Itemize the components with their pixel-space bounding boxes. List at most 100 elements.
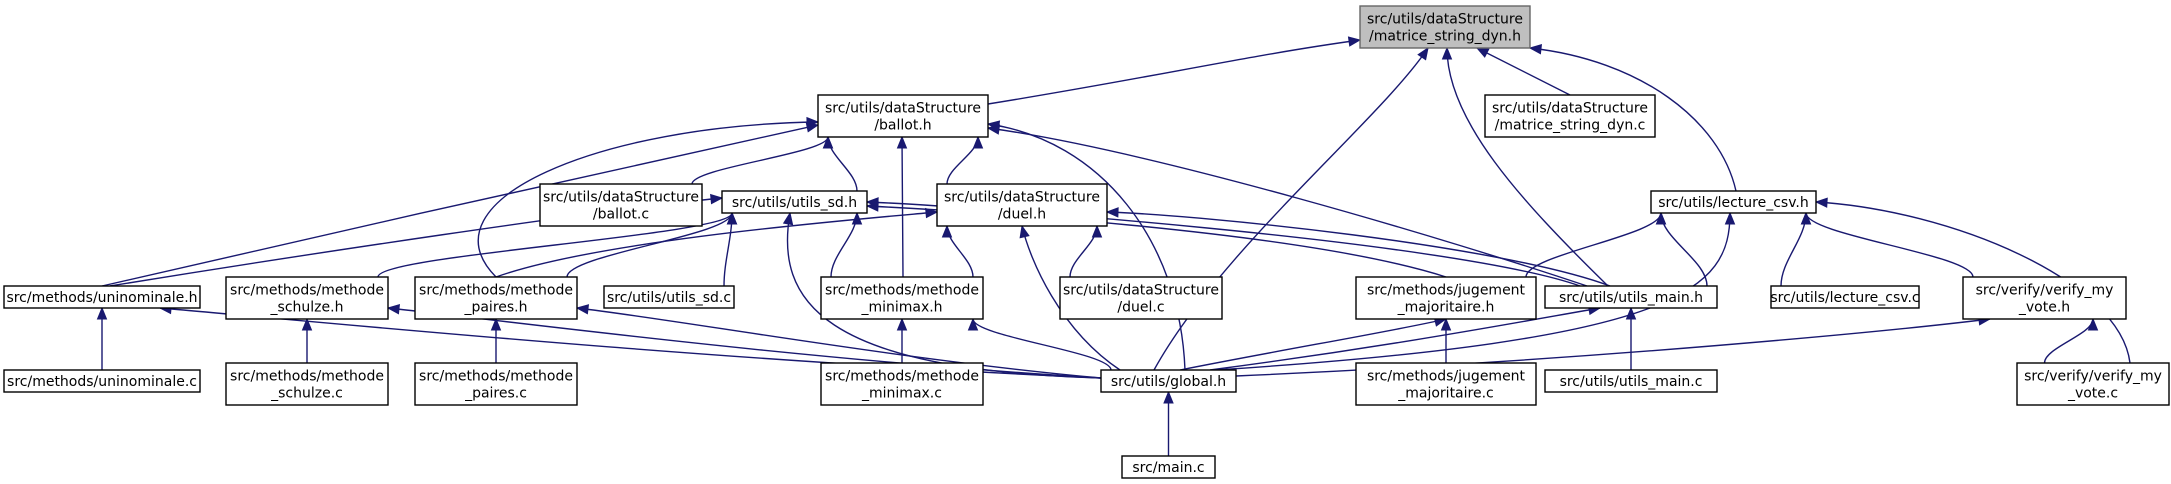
node-um-c[interactable]: src/utils/utils_main.c [1544,369,1718,393]
node-box [414,276,578,320]
node-label-line: src/utils/dataStructure [1492,101,1648,117]
node-jug-c[interactable]: src/methods/jugement_majoritaire.c [1355,362,1537,406]
edge-line [1805,212,1974,278]
node-label-line: src/utils/lecture_csv.h [1658,195,1808,211]
node-label-line: src/methods/methode [419,369,573,385]
edge-um_h-to-csv_h [1655,211,1708,287]
node-um-h[interactable]: src/utils/utils_main.h [1544,285,1718,309]
node-csv-c[interactable]: src/utils/lecture_csv.c [1770,285,1920,309]
node-sch-h[interactable]: src/methods/methode_schulze.h [225,276,389,320]
arrowhead-icon [1105,207,1119,218]
node-box [3,285,201,309]
edge-line [1153,47,1429,371]
node-mdyn-c[interactable]: src/utils/dataStructure/matrice_string_d… [1484,94,1656,138]
node-box [817,94,989,138]
node-glob-h[interactable]: src/utils/global.h [1100,369,1237,393]
node-ver-c[interactable]: src/verify/verify_my_vote.c [2016,362,2170,406]
node-label-line: src/methods/uninominale.c [7,374,197,390]
arrowhead-icon [1528,44,1543,55]
edge-uni_h-to-ballot_h [101,122,820,287]
edge-line [495,211,938,278]
edge-ver_h-to-csv_h [1800,211,1974,278]
node-box [1121,455,1216,479]
edge-line [1525,212,1662,278]
node-ballot-h[interactable]: src/utils/dataStructure/ballot.h [817,94,989,138]
node-pai-c[interactable]: src/methods/methode_paires.c [414,362,578,406]
node-label-line: src/utils/utils_sd.h [732,195,857,211]
edge-line [866,205,1447,278]
node-main-c[interactable]: src/main.c [1121,455,1216,479]
edge-line [866,201,1581,287]
arrowhead-icon [2087,317,2099,331]
arrowhead-icon [972,135,984,149]
arrowhead-icon [967,317,979,331]
node-box [539,183,703,227]
node-sd-c[interactable]: src/utils/utils_sd.c [603,285,735,309]
node-uni-h[interactable]: src/methods/uninominale.h [3,285,201,309]
node-label-line: _minimax.c [861,386,942,402]
node-min-h[interactable]: src/methods/methode_minimax.h [820,276,984,320]
node-label-line: src/methods/uninominale.h [6,290,197,306]
edge-min_h-to-sd_h [830,211,863,278]
edge-pai_h-to-ballot_h [477,116,820,278]
node-duel-h[interactable]: src/utils/dataStructure/duel.h [936,183,1108,227]
arrowhead-icon [96,306,108,320]
arrowhead-icon [1440,317,1452,331]
node-csv-h[interactable]: src/utils/lecture_csv.h [1650,190,1817,214]
node-ballot-c[interactable]: src/utils/dataStructure/ballot.c [539,183,703,227]
node-duel-c[interactable]: src/utils/dataStructure/duel.c [1059,276,1223,320]
edge-line [1209,307,1601,371]
edge-ver_c-to-ver_h [2043,317,2099,364]
edge-pai_h-to-duel_h [495,207,939,278]
edge-line [691,136,829,185]
edge-line [987,127,1588,287]
node-uni-c[interactable]: src/methods/uninominale.c [3,369,201,393]
node-box [936,183,1108,227]
edge-line [1106,211,1611,287]
node-min-c[interactable]: src/methods/methode_minimax.c [820,362,984,406]
edge-line [477,121,819,278]
edge-line [901,136,904,278]
edge-line [946,225,974,278]
edge-sd_c-to-sd_h [723,211,738,287]
edge-glob_h-to-pai_h [575,304,1102,379]
arrowhead-icon [782,211,794,226]
node-pai-h[interactable]: src/methods/methode_paires.h [414,276,578,320]
node-label-line: _paires.c [464,386,527,402]
edge-line [1660,212,1708,287]
node-label-line: src/utils/dataStructure [1063,283,1219,299]
node-jug-h[interactable]: src/methods/jugement_majoritaire.h [1355,276,1537,320]
node-label-line: _schulze.h [270,300,344,316]
node-sch-c[interactable]: src/methods/methode_schulze.c [225,362,389,406]
node-label-line: src/methods/methode [230,283,384,299]
arrowhead-icon [865,197,879,208]
node-box [1770,285,1920,309]
node-label-line: /ballot.c [593,207,649,223]
edge-glob_h-to-root [1153,46,1429,371]
edge-line [1069,225,1098,278]
arrowhead-icon [490,317,502,331]
arrowhead-icon [710,193,724,205]
arrowhead-icon [806,116,820,128]
node-root[interactable]: src/utils/dataStructure/matrice_string_d… [1359,5,1531,49]
edge-uni_c-to-uni_h [96,306,108,370]
edge-sch_c-to-sch_h [301,317,313,364]
edge-layer [96,36,2131,456]
node-label-line: /duel.h [998,207,1046,223]
node-label-line: src/methods/jugement [1367,369,1526,385]
edge-duel_c-to-duel_h [1069,224,1103,278]
edge-duel_h-to-ballot_h [946,135,984,185]
edge-glob_h-to-min_h [967,317,1112,371]
edge-line [1529,47,1737,192]
node-label-line: /matrice_string_dyn.h [1369,29,1521,45]
node-box [1544,369,1718,393]
node-ver-h[interactable]: src/verify/verify_my_vote.h [1962,276,2127,320]
edge-jug_c-to-jug_h [1440,317,1452,363]
node-sd-h[interactable]: src/utils/utils_sd.h [721,190,868,214]
node-label-line: _minimax.h [860,300,942,316]
edge-line [987,39,1361,105]
edge-um_h-to-duel_h [1105,207,1611,287]
arrowhead-icon [1417,46,1429,61]
node-label-line: src/utils/dataStructure [944,190,1100,206]
node-label-line: src/methods/methode [825,369,979,385]
